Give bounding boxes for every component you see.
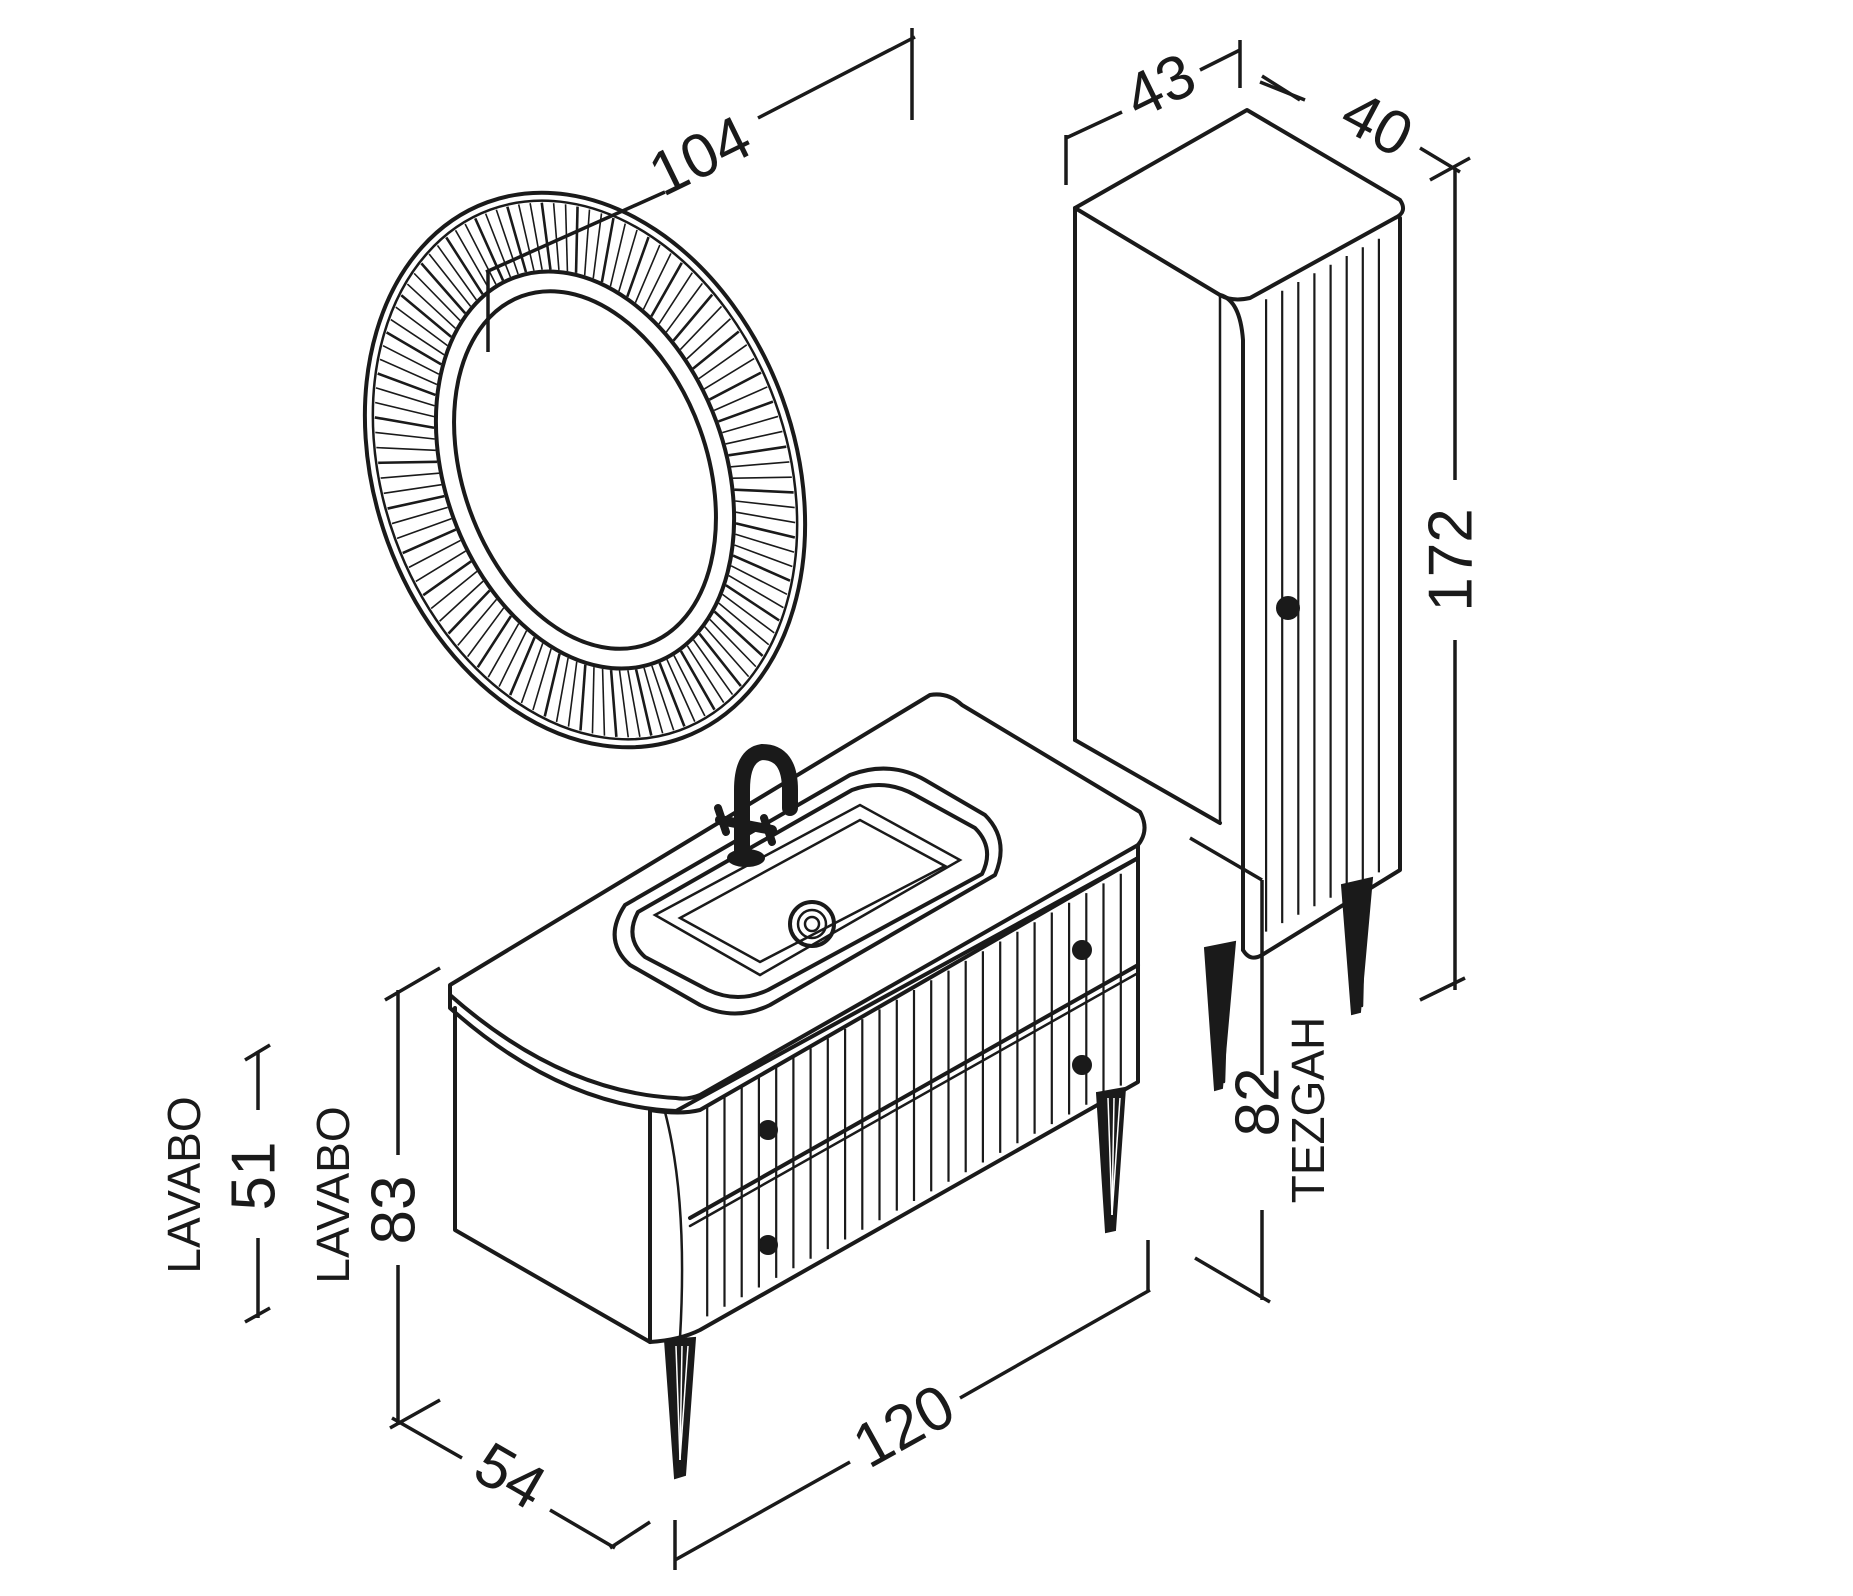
- basin-height-caption: LAVABO: [158, 1096, 210, 1273]
- drawer-knob-bottom-right: [1072, 1055, 1092, 1075]
- mirror-outer-rim: [362, 190, 808, 750]
- dimension-mirror-width: 104: [485, 28, 916, 352]
- tall-cabinet-front-flutes: [1264, 238, 1381, 932]
- tall-cabinet: [1073, 108, 1406, 1092]
- sink-drain: [788, 900, 836, 948]
- dimension-tall-width: 40: [1259, 74, 1461, 174]
- vanity-leg-front: [663, 1336, 697, 1480]
- mirror-frame-slats: [374, 202, 796, 738]
- mirror-glass: [452, 289, 718, 651]
- counter-height-label: 82: [1223, 1068, 1292, 1137]
- tall-width-label: 40: [1330, 78, 1423, 171]
- round-mirror: [362, 190, 808, 750]
- sink-bowl: [652, 803, 963, 977]
- dimension-tall-height: 172: [1416, 156, 1485, 1002]
- mirror-inner-frame: [433, 269, 737, 671]
- drawer-knob-top-right: [1072, 940, 1092, 960]
- dimension-vanity-width: 120: [673, 1240, 1151, 1570]
- vanity-depth-label: 54: [463, 1429, 557, 1523]
- tall-depth-label: 43: [1114, 40, 1206, 132]
- dimension-basin-height: 51 LAVABO: [158, 1043, 288, 1324]
- vanity-side-panel: [453, 1006, 652, 1344]
- tall-height-label: 172: [1416, 508, 1485, 611]
- drawer-knob-bottom-left: [758, 1235, 778, 1255]
- counter-height-caption: TEZGAH: [1282, 1017, 1334, 1204]
- vanity-front-panel: [648, 856, 1140, 1344]
- vanity-cabinet: [448, 692, 1147, 1480]
- vanity-height-label: 83: [359, 1176, 428, 1245]
- vanity-front-flutes: [706, 873, 1122, 1317]
- basin-height-label: 51: [219, 1142, 288, 1211]
- dimension-vanity-depth: 54: [391, 1416, 651, 1550]
- drawer-knob-top-left: [758, 1120, 778, 1140]
- vanity-width-label: 120: [842, 1371, 966, 1482]
- dimension-counter-height: 82 TEZGAH: [1189, 836, 1334, 1304]
- tall-cabinet-knob: [1276, 596, 1300, 620]
- sink-basin: [612, 766, 1003, 1016]
- vanity-countertop: [448, 692, 1147, 1101]
- tall-cabinet-leg-right: [1340, 876, 1374, 1016]
- vanity-leg-right: [1095, 1086, 1127, 1234]
- faucet: [714, 743, 798, 867]
- dimension-vanity-height: 83 LAVABO: [307, 966, 441, 1430]
- vanity-height-caption: LAVABO: [307, 1106, 359, 1283]
- sink-outer-rim: [612, 766, 1003, 1016]
